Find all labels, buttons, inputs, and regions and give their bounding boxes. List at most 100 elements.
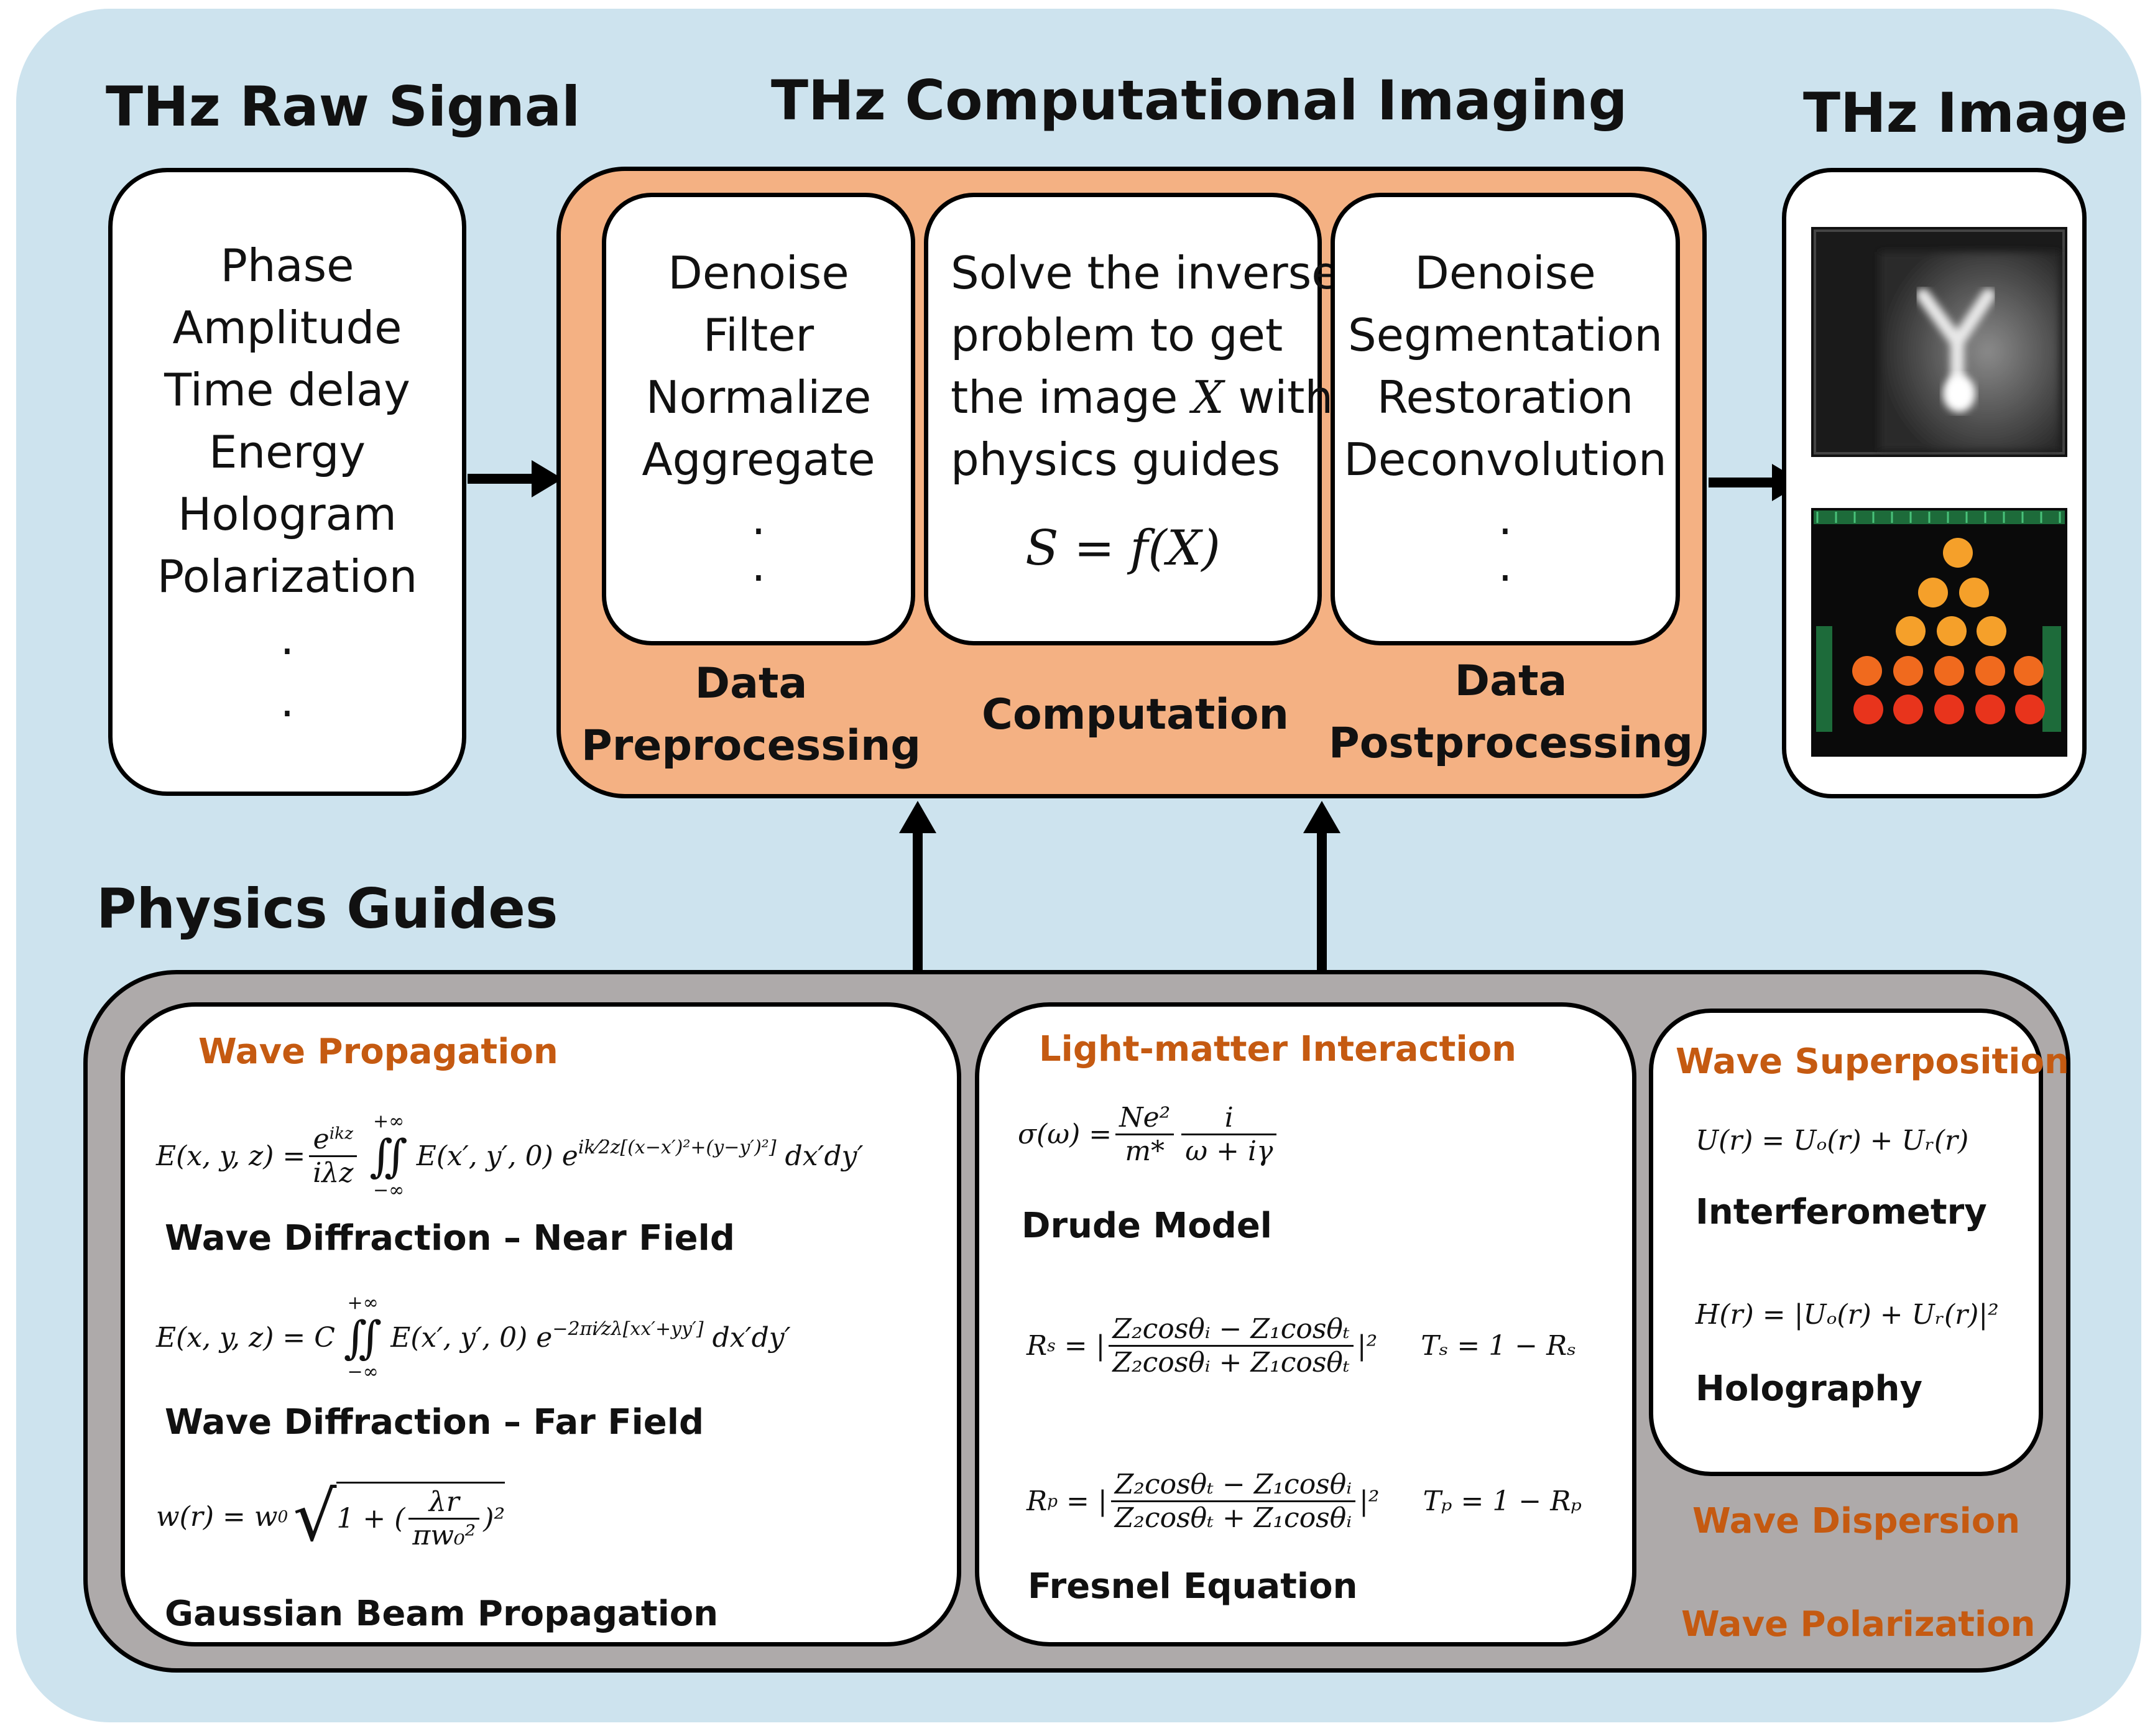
eq-exp-base: e: [536, 1321, 553, 1354]
wave-propagation-card: Wave Propagation E(x, y, z) = eikz iλz +…: [121, 1002, 961, 1646]
computation-line: the image X with: [951, 366, 1333, 428]
eq-integral: ∬: [369, 1130, 408, 1182]
arrow-physics-to-preprocessing: [913, 831, 923, 977]
drude-equation: σ(ω) = Ne² m* i ω + iγ: [1018, 1087, 1280, 1181]
eq-lhs: R: [1027, 1485, 1048, 1517]
sqrt-content: 1 + ( λr πw₀² )²: [336, 1482, 505, 1551]
preprocessing-box: Denoise Filter Normalize Aggregate . .: [602, 193, 915, 645]
thz-image-heading: THz Image: [1803, 81, 2128, 145]
eq-numerator: Z₂cosθₜ − Z₁cosθᵢ: [1110, 1469, 1356, 1502]
eq-numerator: i: [1181, 1102, 1277, 1135]
near-field-equation: E(x, y, z) = eikz iλz +∞ ∬ −∞ E(x′, y′, …: [156, 1100, 864, 1212]
computation-box: Solve the inverse problem to get the ima…: [924, 193, 1339, 645]
eq-exponent: ik⁄2z[(x−x′)²+(y−y′)²]: [578, 1136, 777, 1158]
eq-part: |²: [1357, 1329, 1378, 1362]
drude-model-label: Drude Model: [1022, 1206, 1272, 1246]
eq-denominator: Z₂cosθᵢ + Z₁cosθₜ: [1112, 1346, 1350, 1378]
postprocessing-box: Denoise Segmentation Restoration Deconvo…: [1331, 193, 1680, 645]
ellipsis-dot: .: [751, 492, 766, 545]
interference-equation: U(r) = Uₒ(r) + Uᵣ(r): [1696, 1125, 1969, 1157]
preprocessing-item: Normalize: [645, 371, 872, 423]
eq-part: )²: [483, 1503, 505, 1535]
thz-image-grayscale: [1811, 227, 2067, 457]
arrow-head-right-icon: [532, 460, 563, 497]
raw-signal-item: Hologram: [178, 488, 397, 540]
postprocessing-item: Restoration: [1377, 371, 1634, 423]
computation-text: Solve the inverse problem to get the ima…: [951, 242, 1339, 491]
postprocessing-item: Denoise: [1414, 247, 1596, 299]
eq-transmission: Tₛ = 1 − Rₛ: [1421, 1329, 1577, 1362]
raw-signal-list: Phase Amplitude Time delay Energy Hologr…: [113, 234, 462, 732]
eq-fraction: Z₂cosθₜ − Z₁cosθᵢ Z₂cosθₜ + Z₁cosθᵢ: [1110, 1469, 1356, 1534]
interferometry-label: Interferometry: [1696, 1192, 1987, 1232]
postprocessing-label: Data Postprocessing: [1324, 650, 1697, 775]
arrow-head-up-icon: [899, 801, 936, 833]
raw-signal-heading: THz Raw Signal: [106, 75, 581, 139]
light-matter-title: Light-matter Interaction: [1039, 1029, 1516, 1069]
ellipsis-dot: .: [1498, 539, 1513, 591]
raw-signal-item: Polarization: [157, 550, 418, 603]
eq-transmission: Tₚ = 1 − Rₚ: [1423, 1485, 1582, 1517]
postprocessing-item: Deconvolution: [1344, 433, 1667, 486]
eq-limit: −∞: [372, 1180, 405, 1201]
double-integral-icon: +∞ ∬ −∞: [344, 1292, 382, 1383]
light-matter-card: Light-matter Interaction σ(ω) = Ne² m* i…: [975, 1002, 1636, 1646]
eq-differential: dx′dy′: [712, 1321, 791, 1354]
computation-line-part: the image: [951, 371, 1178, 423]
preprocessing-label-line: Data: [694, 659, 808, 708]
postprocessing-list: Denoise Segmentation Restoration Deconvo…: [1335, 242, 1676, 591]
preprocessing-item: Denoise: [668, 247, 849, 299]
variable-x: X: [1192, 371, 1224, 423]
eq-denominator: iλz: [313, 1157, 354, 1189]
gaussian-beam-label: Gaussian Beam Propagation: [165, 1594, 719, 1634]
eq-sub: p: [1047, 1491, 1058, 1511]
thz-image-color: [1811, 508, 2067, 757]
ellipsis-dot: .: [751, 539, 766, 591]
postprocessing-label-line: Postprocessing: [1328, 719, 1694, 768]
eq-part: = |: [1064, 1329, 1105, 1362]
postprocessing-label-line: Data: [1454, 657, 1567, 706]
holography-equation: H(r) = |Uₒ(r) + Uᵣ(r)|²: [1696, 1299, 1999, 1331]
eq-limit: +∞: [372, 1110, 405, 1132]
eq-denominator: ω + iγ: [1185, 1135, 1273, 1167]
raw-signal-item: Amplitude: [172, 302, 402, 354]
eq-part: = |: [1066, 1485, 1107, 1517]
eq-lhs: R: [1027, 1329, 1048, 1362]
eq-integrand: E(x′, y′, 0): [416, 1140, 553, 1172]
arrow-computation-to-image: [1709, 478, 1777, 487]
eq-fraction: Ne² m*: [1115, 1102, 1174, 1167]
far-field-equation: E(x, y, z) = C +∞ ∬ −∞ E(x′, y′, 0) e−2π…: [156, 1288, 791, 1387]
eq-integrand: E(x′, y′, 0): [390, 1321, 528, 1354]
eq-exponent: −2πi⁄zλ[xx′+yy′]: [552, 1318, 704, 1340]
wave-polarization-label: Wave Polarization: [1681, 1604, 2036, 1645]
preprocessing-item: Aggregate: [642, 433, 875, 486]
computational-imaging-heading: THz Computational Imaging: [771, 68, 1628, 132]
computation-line: physics guides: [951, 433, 1281, 486]
preprocessing-label-line: Preprocessing: [581, 721, 921, 770]
ellipsis-dot: .: [280, 612, 295, 665]
wave-superposition-title: Wave Superposition: [1676, 1041, 2069, 1082]
eq-fraction: eikz iλz: [309, 1123, 358, 1189]
eq-exp-base: e: [561, 1140, 578, 1172]
eq-denominator: πw₀²: [412, 1520, 476, 1551]
eq-sub: 0: [277, 1507, 288, 1526]
eq-base: e: [313, 1123, 330, 1155]
physics-guides-heading: Physics Guides: [96, 877, 558, 941]
wave-propagation-title: Wave Propagation: [198, 1032, 558, 1072]
wave-superposition-card: Wave Superposition U(r) = Uₒ(r) + Uᵣ(r) …: [1649, 1009, 2069, 1476]
eq-fraction: Z₂cosθᵢ − Z₁cosθₜ Z₂cosθᵢ + Z₁cosθₜ: [1109, 1313, 1354, 1378]
postprocessing-item: Segmentation: [1347, 309, 1663, 361]
arrow-physics-to-computation: [1317, 831, 1327, 977]
eq-differential: dx′dy′: [785, 1140, 864, 1172]
raw-signal-item: Phase: [220, 239, 354, 292]
eq-sup: ikz: [329, 1123, 354, 1143]
wave-dispersion-label: Wave Dispersion: [1692, 1501, 2021, 1541]
raw-signal-item: Time delay: [164, 364, 410, 416]
ellipsis-dot: .: [1498, 492, 1513, 545]
eq-numerator: λr: [408, 1486, 480, 1520]
raw-signal-box: Phase Amplitude Time delay Energy Hologr…: [108, 168, 466, 796]
far-field-label: Wave Diffraction – Far Field: [165, 1402, 704, 1443]
fresnel-equation-label: Fresnel Equation: [1028, 1566, 1358, 1607]
sqrt-icon: √: [293, 1477, 337, 1556]
